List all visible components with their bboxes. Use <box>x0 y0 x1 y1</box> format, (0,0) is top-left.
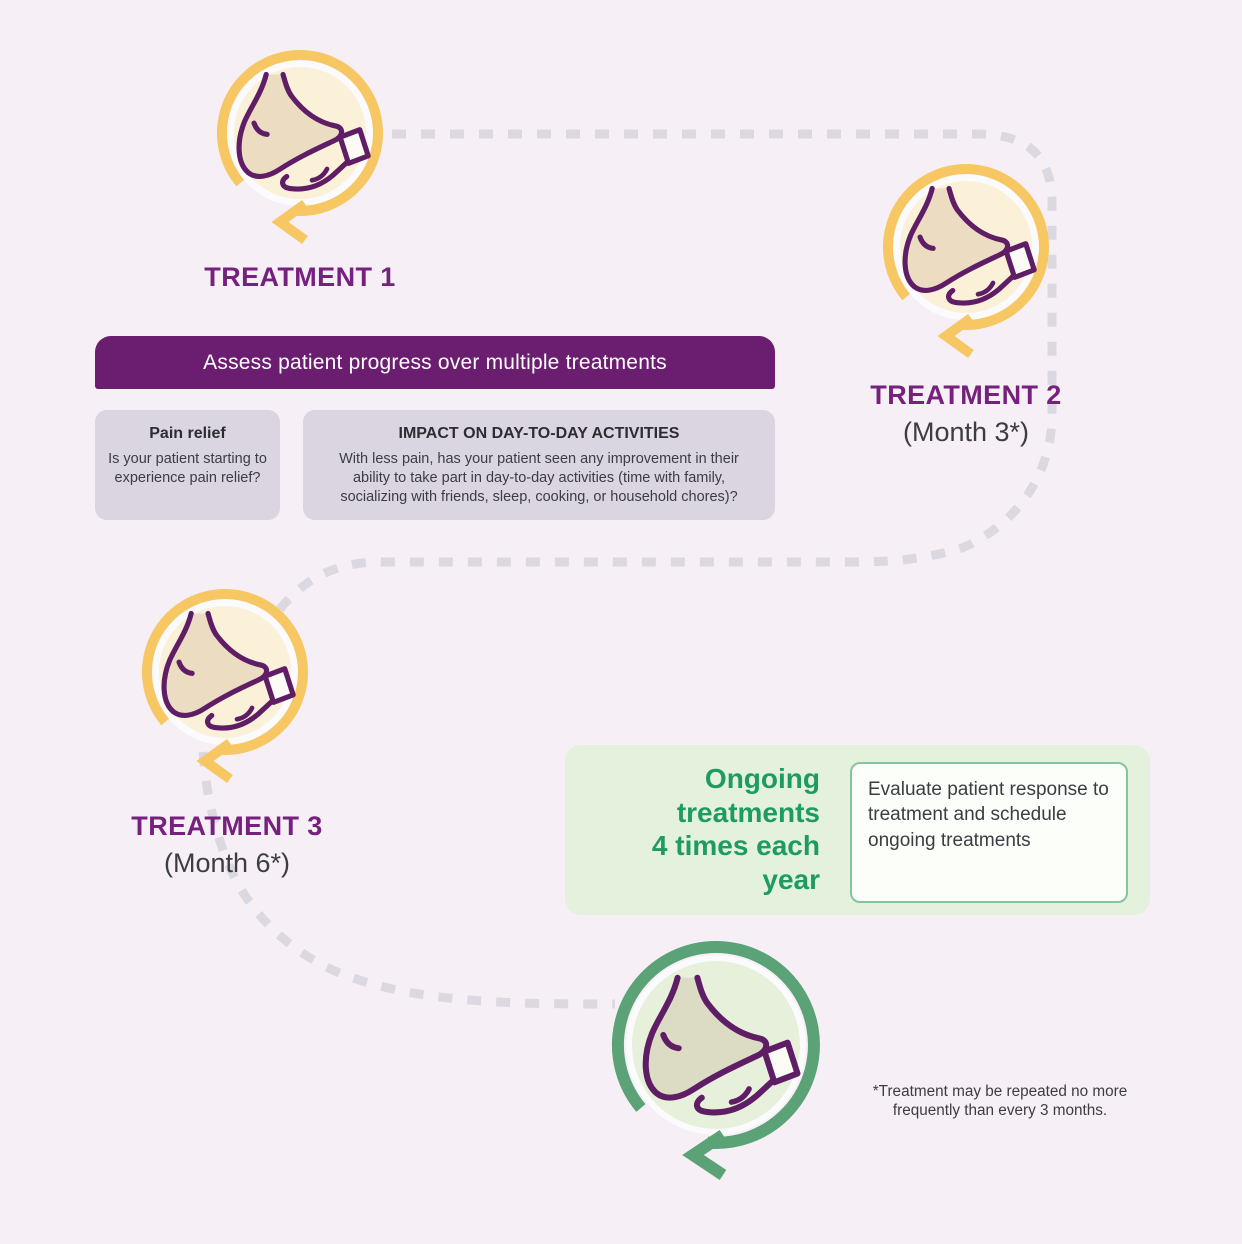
foot-in-hand-icon <box>888 169 1044 354</box>
pain-relief-title: Pain relief <box>149 425 226 442</box>
ongoing-treatment-badge <box>601 935 831 1187</box>
treatment-3-caption: TREATMENT 3 (Month 6*) <box>77 811 377 879</box>
footnote-line: frequently than every 3 months. <box>892 1102 1108 1120</box>
impact-activities-title: IMPACT ON DAY-TO-DAY ACTIVITIES <box>398 425 680 442</box>
treatment-2-caption: TREATMENT 2 (Month 3*) <box>816 380 1116 448</box>
circular-repeat-arrow-icon <box>130 580 320 790</box>
treatment-3-label: TREATMENT 3 <box>131 811 323 841</box>
ongoing-heading-line: 4 times each <box>651 830 820 862</box>
circular-repeat-arrow-icon <box>205 41 395 251</box>
circular-repeat-arrow-icon <box>601 935 831 1187</box>
ongoing-heading-line: Ongoing <box>704 763 820 794</box>
treatment-1-badge <box>205 41 395 251</box>
impact-activities-card: IMPACT ON DAY-TO-DAY ACTIVITIES With les… <box>303 410 775 520</box>
treatment-2-badge <box>871 155 1061 365</box>
connector-treatment3-to-ongoing <box>198 751 616 1009</box>
foot-in-hand-icon <box>222 55 378 240</box>
treatment-1-label: TREATMENT 1 <box>204 262 396 292</box>
assessment-header: Assess patient progress over multiple tr… <box>95 336 775 389</box>
foot-in-hand-icon <box>618 947 814 1175</box>
foot-in-hand-icon <box>147 594 303 779</box>
treatment-3-badge <box>130 580 320 790</box>
ongoing-treatments-heading: Ongoing treatments 4 times each year <box>575 762 820 896</box>
treatment-2-month: (Month 3*) <box>902 417 1030 447</box>
pain-relief-card: Pain relief Is your patient starting to … <box>95 410 280 520</box>
impact-activities-body: With less pain, has your patient seen an… <box>339 451 739 506</box>
footnote-line: *Treatment may be repeated no more <box>872 1083 1128 1100</box>
treatment-footnote: *Treatment may be repeated no more frequ… <box>840 1082 1160 1120</box>
treatment-1-caption: TREATMENT 1 <box>150 262 450 293</box>
treatment-2-label: TREATMENT 2 <box>870 380 1062 410</box>
ongoing-heading-line: year <box>762 863 820 895</box>
pain-relief-body: Is your patient starting to experience p… <box>108 451 267 487</box>
ongoing-heading-line: treatments <box>676 796 820 828</box>
circular-repeat-arrow-icon <box>871 155 1061 365</box>
treatment-3-month: (Month 6*) <box>163 848 291 878</box>
connector-treatment1-to-treatment3 <box>268 129 1057 623</box>
evaluate-response-card: Evaluate patient response to treatment a… <box>850 762 1128 903</box>
